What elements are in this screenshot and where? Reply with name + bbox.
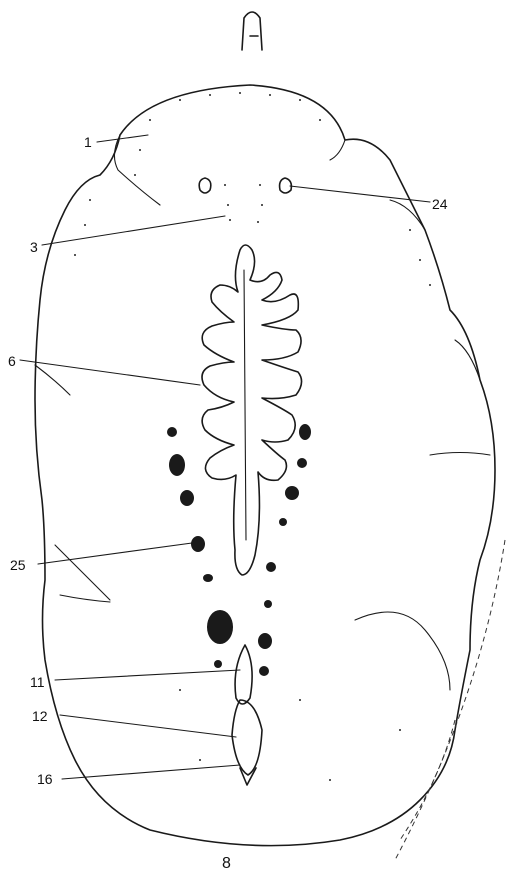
posterior-organs [232,645,262,785]
eye-spots [199,178,291,193]
corner-mark [242,12,262,50]
dark-bodies [167,424,311,676]
label-16: 16 [37,771,53,787]
label-3: 3 [30,239,38,255]
plate-number: 8 [222,855,231,872]
branched-organ [202,245,302,575]
label-11: 11 [30,674,45,690]
label-12: 12 [32,708,48,724]
label-24: 24 [432,196,448,212]
label-25: 25 [10,557,26,573]
leader-lines [20,135,430,779]
label-1: 1 [84,134,92,150]
label-6: 6 [8,353,16,369]
